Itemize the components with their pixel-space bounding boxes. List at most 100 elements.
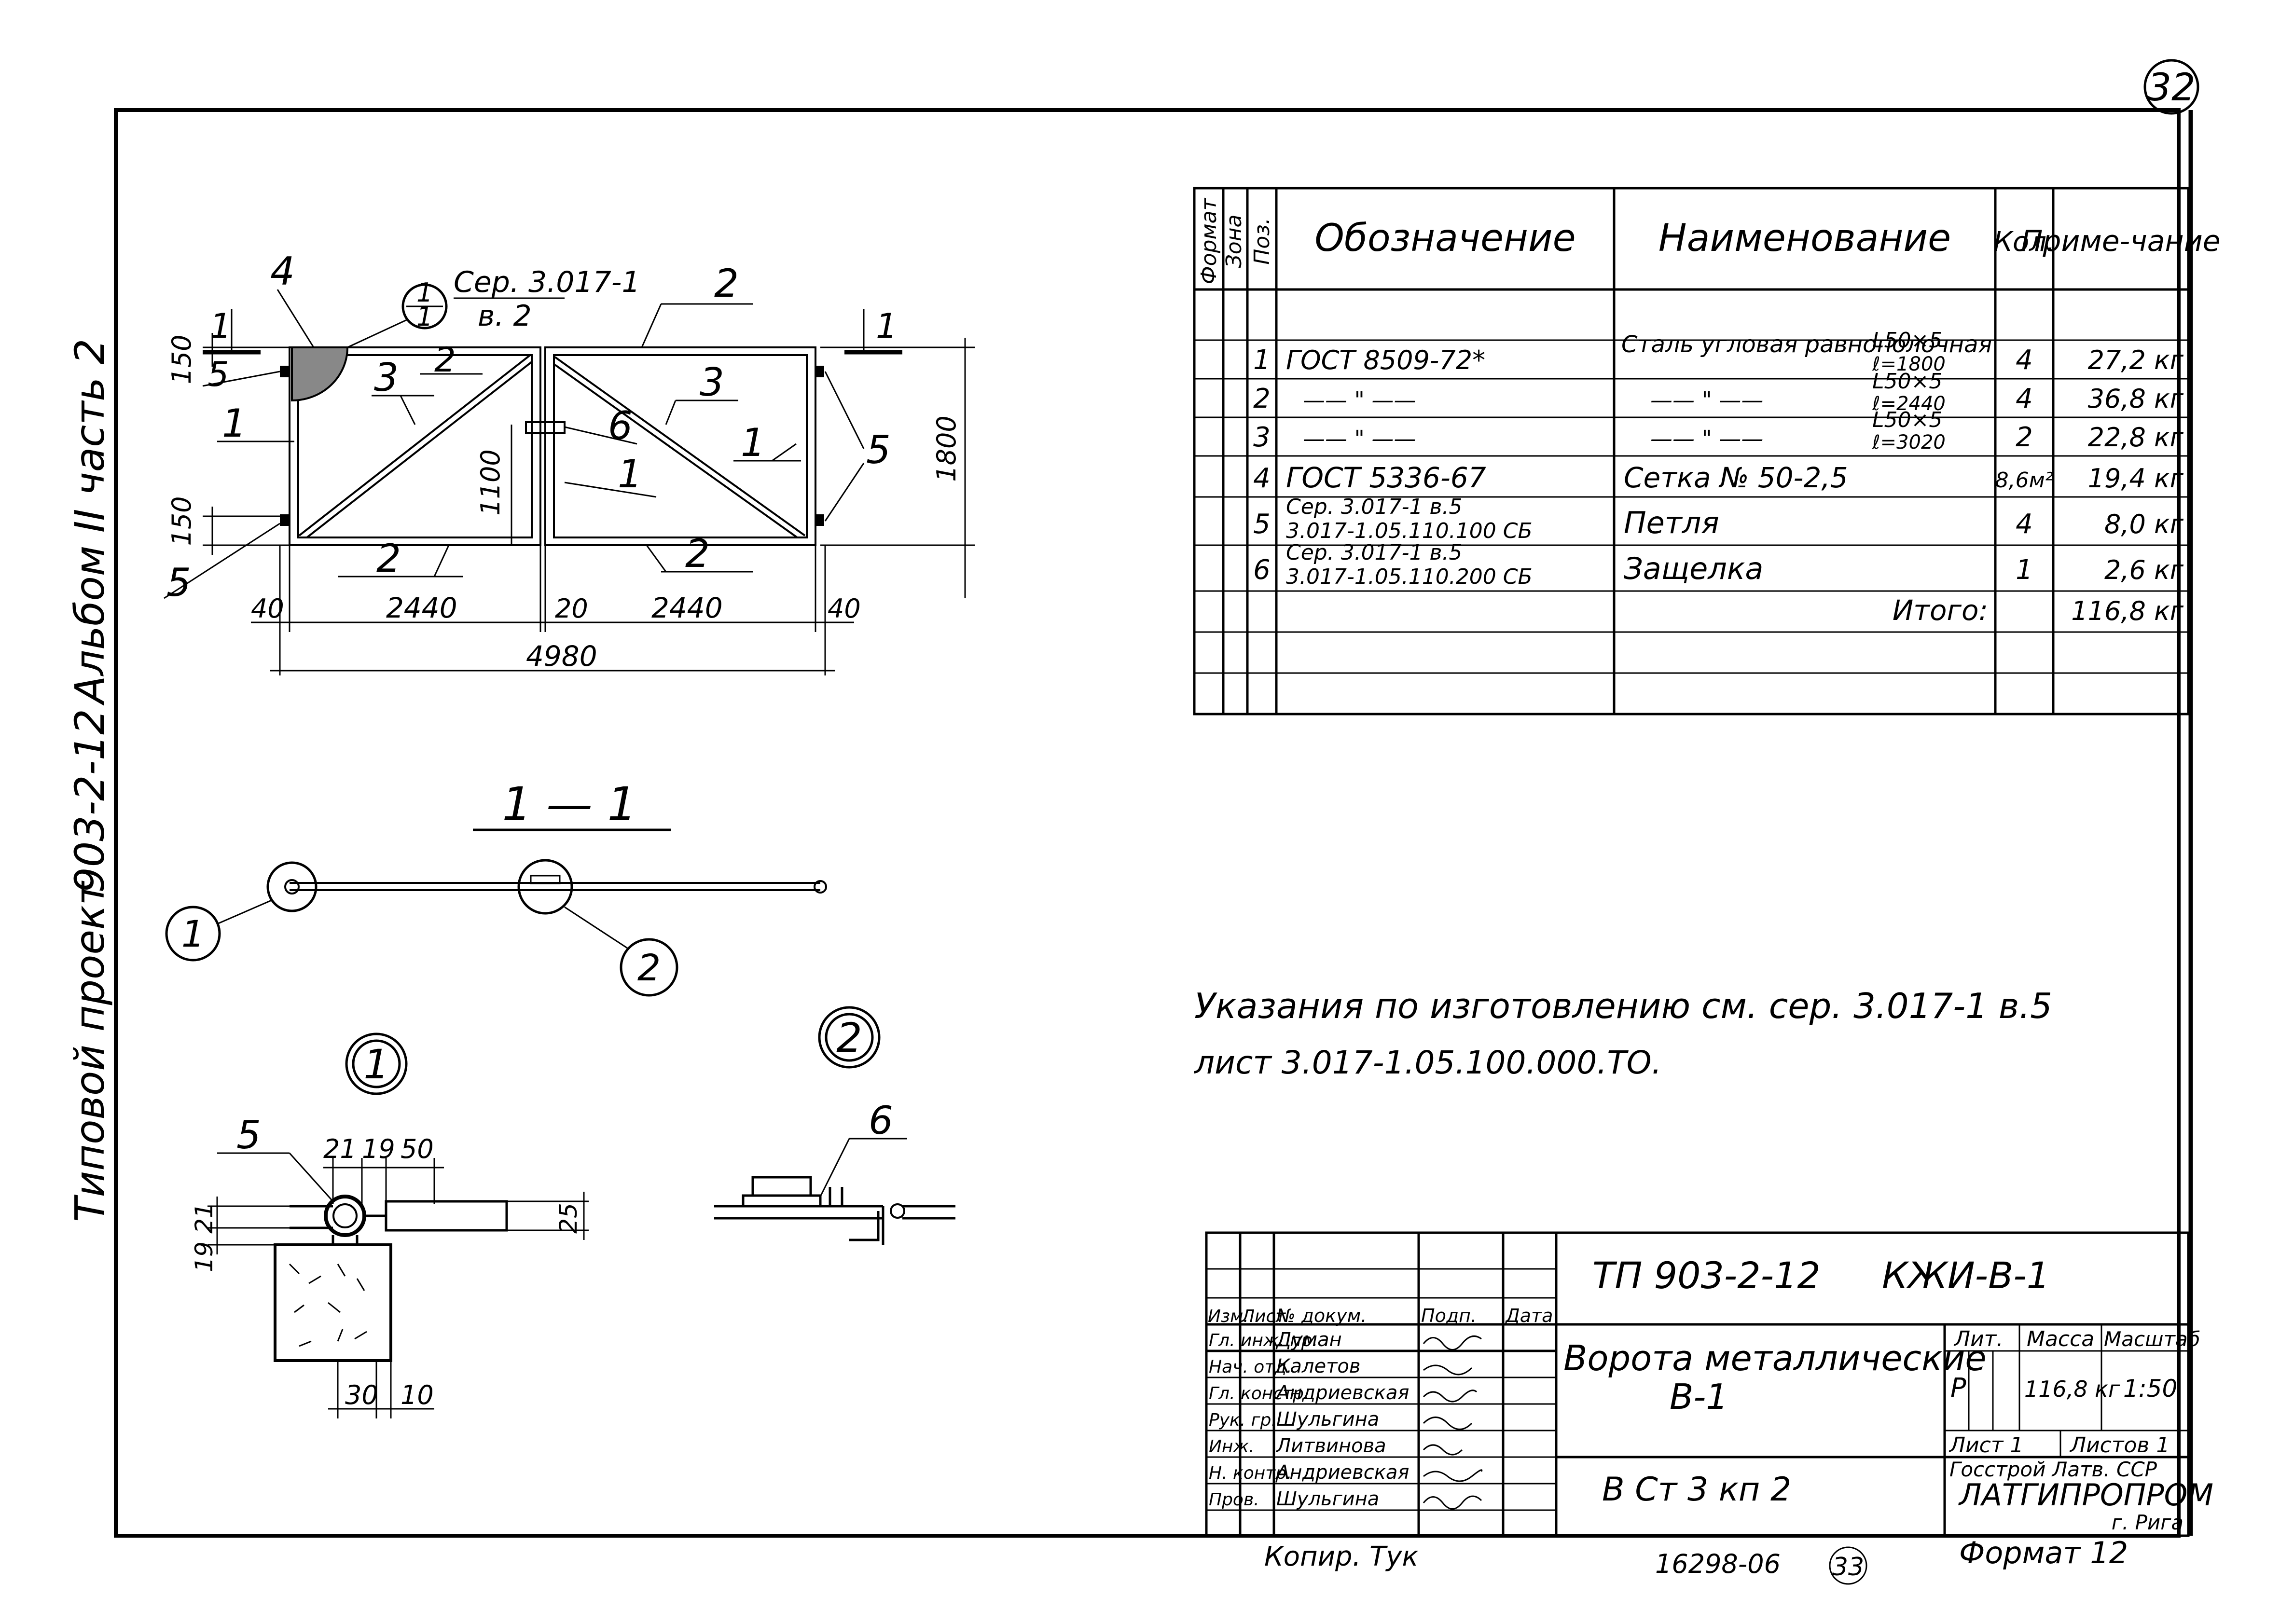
detail-2-channel (849, 1206, 884, 1245)
d1-dim-v19: 19 (190, 1241, 218, 1272)
leader-3-right (665, 400, 677, 425)
detail-2-circle-inner (825, 1013, 874, 1062)
page-number: 32 (2147, 66, 2195, 110)
leader-1-center (564, 482, 657, 498)
hdr-name: Наименование (1658, 217, 1951, 260)
node-1-ref-circle (165, 906, 221, 962)
callout-2-bottom-left: 2 (376, 536, 401, 581)
side-label-album-group: Альбом II часть 2 (66, 339, 113, 706)
row6-name: Защелка (1624, 551, 1763, 586)
tb-sheet: Лист 1 (1948, 1433, 2023, 1458)
detail-2-callout: 6 (869, 1098, 893, 1143)
callout-1-right: 1 (741, 420, 765, 465)
callout-2-left: 2 (434, 340, 456, 380)
row5-name: Петля (1624, 505, 1719, 540)
spec-row-3: 3 —— " —— —— " —— L50×5 ℓ=3020 2 22,8 кг (1253, 408, 2183, 454)
detail-1-callout-leader (289, 1152, 334, 1202)
tb-signatures (1423, 1335, 1483, 1510)
callout-3-right: 3 (700, 360, 724, 405)
spec-row-1: 1 ГОСТ 8509-72* Сталь угловая равнополоч… (1253, 328, 2183, 376)
tb-code: ТП 903-2-12 (1592, 1254, 1821, 1297)
tb-material: В Ст 3 кп 2 (1602, 1471, 1791, 1509)
row2-spec2: ℓ=2440 (1872, 393, 1946, 415)
title-block-border (1205, 1231, 2190, 1537)
row6-designation: Сер. 3.017-1 в.5 (1286, 540, 1462, 565)
spec-row-6: 6 Сер. 3.017-1 в.5 3.017-1.05.110.200 СБ… (1253, 540, 2183, 589)
row3-spec2: ℓ=3020 (1872, 431, 1946, 454)
detail-1-pipe-inner (332, 1203, 358, 1228)
row3-note: 22,8 кг (2088, 422, 2184, 453)
tb-name-6: Андриевская (1275, 1461, 1409, 1484)
right-leaf-outer (544, 346, 816, 546)
leader-5-bottom (164, 523, 280, 599)
note-line-2: лист 3.017-1.05.100.000.ТО. (1193, 1044, 1662, 1081)
footer-circle: 33 (1832, 1553, 1864, 1582)
hinge-bottom-right (815, 514, 824, 526)
side-label-project: Типовой проект (66, 881, 113, 1222)
tb-hdr-izm: Изм. (1208, 1307, 1249, 1326)
tb-role-6: Н. контр. (1209, 1463, 1292, 1483)
hdr-qty: Кол. (1993, 226, 2055, 258)
row1-name: Сталь угловая равнополочная (1621, 331, 1992, 358)
row2-note: 36,8 кг (2088, 384, 2184, 414)
row1-designation: ГОСТ 8509-72* (1286, 345, 1485, 375)
tb-mass-label: Масса (2027, 1327, 2094, 1351)
left-diagonal-b (306, 361, 533, 538)
hdr-zone: Зона (1222, 215, 1246, 268)
dim-leaf-right: 2440 (651, 592, 723, 624)
footer-copied: Копир. Тук (1264, 1541, 1419, 1572)
series-text: Сер. 3.017-1 (454, 265, 640, 299)
series-ref-top: 1 (416, 277, 433, 308)
leader-5-right-a (824, 371, 865, 449)
tb-hdr-doc: № докум. (1275, 1305, 1367, 1326)
row5-qty: 4 (2016, 509, 2033, 540)
callout-5-bottom: 5 (166, 560, 191, 605)
row2-designation: —— " —— (1303, 387, 1416, 413)
callout-6: 6 (608, 403, 633, 448)
section-node-1-pin (284, 879, 300, 895)
detail-2-label: 2 (836, 1014, 862, 1061)
row4-name: Сетка № 50-2,5 (1624, 461, 1848, 494)
callout-1-center: 1 (618, 452, 642, 496)
tb-role-1: Гл. инж. пр. (1209, 1331, 1318, 1350)
spec-row-5: 5 Сер. 3.017-1 в.5 3.017-1.05.110.100 СБ… (1253, 495, 2183, 543)
dim-leaf-left: 2440 (386, 592, 457, 624)
tb-name-7: Шульгина (1276, 1488, 1379, 1510)
row4-qty: 8,6м² (1995, 468, 2054, 493)
callout-2-top: 2 (714, 261, 739, 306)
row5-note: 8,0 кг (2104, 509, 2184, 539)
tb-hdr-date: Дата (1505, 1305, 1553, 1326)
detail-2: 2 6 (714, 1006, 955, 1245)
node-2-ref: 2 (637, 946, 661, 989)
dim-total: 4980 (526, 640, 597, 673)
row4-pos: 4 (1253, 463, 1271, 494)
detail-2-handle (751, 1176, 812, 1197)
tb-name-2: Калетов (1276, 1355, 1360, 1377)
tb-role-5: Инж. (1209, 1437, 1254, 1457)
detail-1-pipe (324, 1195, 366, 1237)
hinge-top-left (280, 366, 289, 377)
row1-spec2: ℓ=1800 (1872, 353, 1946, 375)
section-title: 1 — 1 (502, 777, 636, 831)
spec-total-label: Итого: (1893, 594, 1988, 627)
row5-pos: 5 (1253, 509, 1271, 540)
side-label-project-group: Типовой проект (66, 881, 113, 1222)
leader-2-bottom-right (646, 545, 667, 572)
detail-1-callout: 5 (236, 1113, 261, 1157)
row6-qty: 1 (2016, 554, 2033, 586)
callout-5-right: 5 (866, 427, 891, 472)
hinge-bottom-left (280, 514, 289, 526)
row6-designation2: 3.017-1.05.110.200 СБ (1286, 564, 1533, 589)
row6-note: 2,6 кг (2104, 555, 2184, 585)
row2-pos: 2 (1253, 383, 1271, 414)
tb-title-line2: В-1 (1670, 1376, 1728, 1417)
page-number-badge: 32 (2143, 59, 2199, 115)
right-leaf-inner (553, 354, 808, 538)
tb-lit-value: Р (1950, 1373, 1966, 1403)
row3-designation: —— " —— (1303, 426, 1416, 452)
callout-3-left: 3 (374, 355, 399, 400)
row2-qty: 4 (2016, 383, 2033, 414)
tb-role-7: Пров. (1209, 1490, 1259, 1510)
row6-pos: 6 (1253, 554, 1271, 586)
